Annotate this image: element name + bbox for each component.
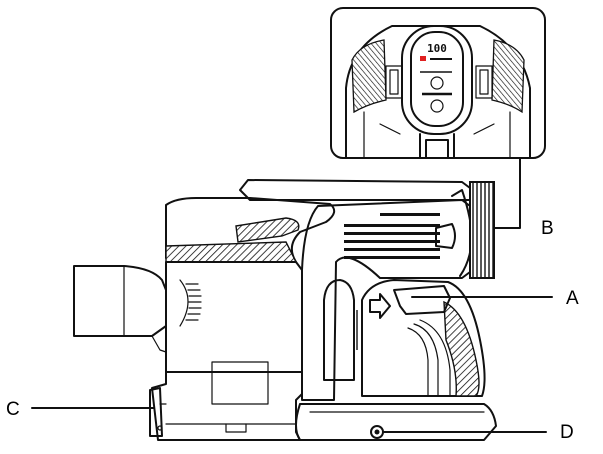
inset-mode-button: [430, 99, 444, 113]
inset-left-hatch: [351, 39, 387, 114]
handle-grip-hatch: [443, 300, 480, 397]
handle-grip-opening: [323, 279, 355, 381]
handle-scroll-marks: [356, 310, 360, 350]
inset-battery-indicator: [420, 56, 426, 61]
dust-bin-window: [211, 361, 269, 405]
display-side-bracket: [435, 223, 456, 249]
dust-bin-rail: [159, 403, 297, 425]
handle-grip-ribs: [407, 319, 451, 397]
vacuum-body: [73, 179, 497, 441]
callout-b-label: B: [541, 218, 554, 239]
trigger-arrow-icon: [369, 293, 391, 319]
motor-cowl: [165, 197, 336, 263]
inset-lower-frame: [363, 111, 511, 158]
base-plate: [295, 403, 497, 441]
inset-frame: [330, 7, 546, 159]
bin-release-pivot: [157, 425, 163, 431]
motor-housing: [165, 261, 303, 373]
inset-left-arm: [385, 65, 403, 99]
top-cover: [239, 179, 471, 201]
display-detail-inset: 100: [330, 7, 546, 159]
callout-d-label: D: [560, 422, 574, 443]
handle-frame: [301, 199, 471, 401]
inset-power-button: [430, 76, 444, 90]
charging-port-inner: [374, 429, 380, 435]
battery-edge-fins: [469, 181, 495, 279]
callout-a-label: A: [566, 288, 579, 309]
rear-grille-ribs: [185, 283, 202, 321]
callout-c-label: C: [6, 399, 20, 420]
bin-release-latch: [149, 387, 163, 437]
vent-slots: [344, 213, 440, 259]
motor-cowl-hatch-top: [235, 217, 300, 243]
intake-nozzle: [73, 265, 167, 337]
dust-bin: [151, 371, 303, 441]
trigger-button: [393, 285, 451, 315]
inset-display-panel: [410, 31, 464, 127]
inset-display-housing: [401, 25, 473, 135]
inset-display-reading: 100: [427, 42, 447, 55]
inset-handle-top: [419, 133, 455, 158]
rear-grille: [179, 279, 189, 327]
intake-nozzle-step: [151, 335, 167, 353]
dust-bin-release-cap: [225, 423, 247, 433]
inset-right-hatch: [491, 39, 525, 114]
callout-b-leader: [494, 157, 521, 229]
motor-cowl-hatch-band: [165, 241, 298, 263]
inset-right-arm: [475, 65, 493, 99]
